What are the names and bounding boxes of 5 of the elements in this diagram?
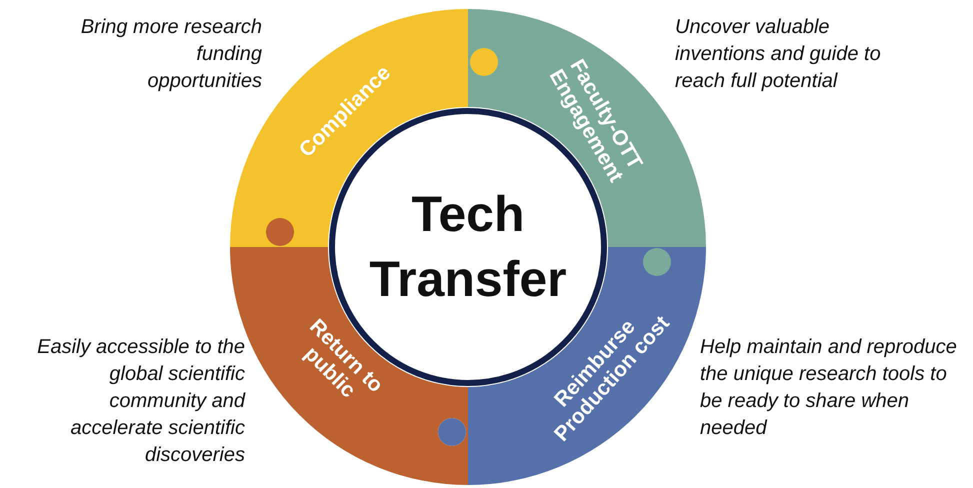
description-text: Uncover valuable inventions and guide to reach full potential [675,15,882,94]
description-text: Help maintain and reproduce the unique research tools to be ready to share when needed [700,335,958,441]
description-text: Bring more research funding opportunities [80,15,262,94]
center-title: Tech Transfer [368,185,568,309]
description-text: Easily accessible to the global scientific community and accelerate scientific discoveries [36,335,245,468]
